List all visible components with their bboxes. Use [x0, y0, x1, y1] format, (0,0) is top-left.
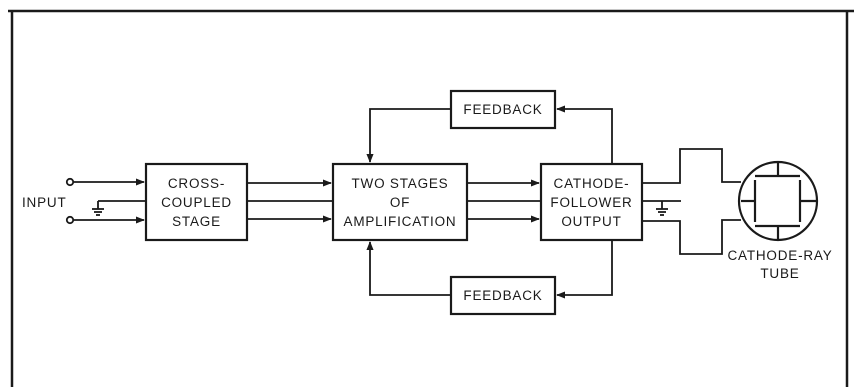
feedback-bottom-loop [366, 240, 613, 299]
cathode-follower-line-3: OUTPUT [561, 214, 621, 229]
cross-coupled-line-1: CROSS- [168, 176, 225, 191]
input-label: INPUT [22, 195, 67, 210]
input-terminals [65, 177, 146, 225]
cross-coupled-line-2: COUPLED [161, 195, 232, 210]
crt-label-line-1: CATHODE-RAY [727, 248, 832, 263]
amplification-line-3: AMPLIFICATION [344, 214, 457, 229]
cross-coupled-stage-block: CROSS- COUPLED STAGE [144, 162, 249, 242]
cathode-follower-line-2: FOLLOWER [550, 195, 632, 210]
feedback-top-loop [366, 105, 613, 164]
feedback-bottom-label: FEEDBACK [463, 288, 542, 303]
cathode-ray-tube-icon [737, 160, 819, 242]
feedback-top-block: FEEDBACK [449, 89, 557, 130]
amp-to-follower-connections [467, 179, 541, 223]
page-frame [8, 9, 854, 387]
amplification-line-1: TWO STAGES [351, 176, 448, 191]
amplification-block: TWO STAGES OF AMPLIFICATION [331, 162, 469, 242]
amplification-line-2: OF [390, 195, 410, 210]
feedback-top-label: FEEDBACK [463, 102, 542, 117]
cross-to-amp-connections [247, 179, 333, 223]
cathode-follower-line-1: CATHODE- [554, 176, 630, 191]
cathode-follower-block: CATHODE- FOLLOWER OUTPUT [539, 162, 644, 242]
cross-coupled-line-3: STAGE [172, 214, 221, 229]
follower-to-crt-connections [642, 148, 741, 255]
feedback-bottom-block: FEEDBACK [449, 275, 557, 316]
crt-label-line-2: TUBE [760, 266, 799, 281]
